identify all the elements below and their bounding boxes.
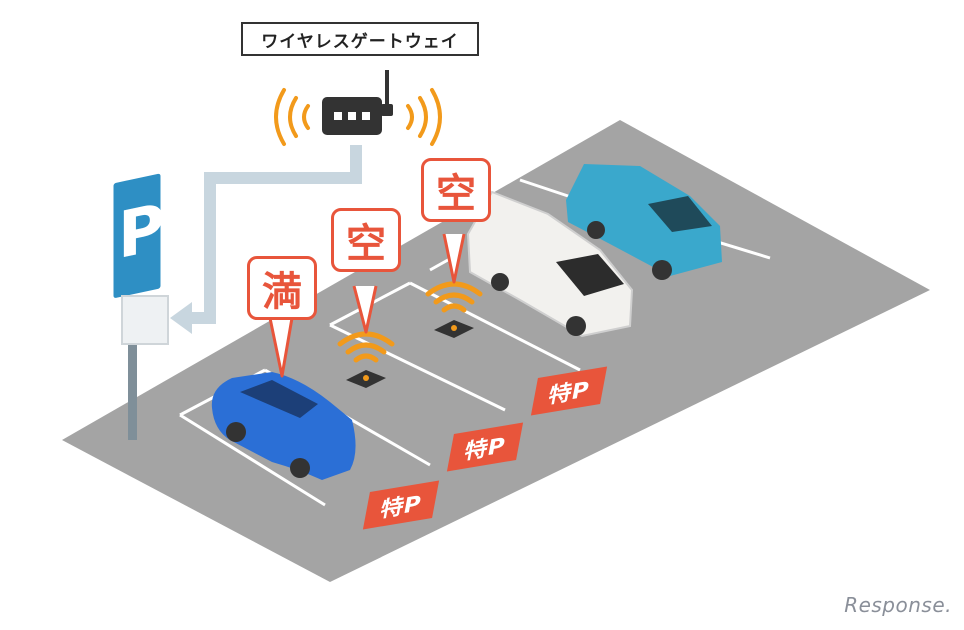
sensor-wifi-2 <box>425 281 483 313</box>
parking-sign-letter: P <box>118 190 165 275</box>
connector-arrowhead <box>170 302 192 334</box>
gateway-label: ワイヤレスゲートウェイ <box>241 22 479 56</box>
gateway-device <box>322 70 393 135</box>
parking-sign-post <box>110 170 164 440</box>
status-bubble-full: 満 <box>247 256 317 320</box>
status-bubble-vacant-1: 空 <box>331 208 401 272</box>
bubble-pointers <box>268 233 466 378</box>
watermark: Response. <box>844 593 952 617</box>
control-box <box>121 295 169 345</box>
parking-lot-surface <box>62 120 930 582</box>
sensor-wifi-1 <box>337 331 395 363</box>
status-bubble-vacant-2: 空 <box>421 158 491 222</box>
sensor-1 <box>346 370 386 388</box>
teal-suv <box>566 164 722 280</box>
gateway-wifi-waves <box>274 88 442 146</box>
sensor-2 <box>434 320 474 338</box>
blue-car <box>211 372 356 480</box>
white-van <box>466 190 634 338</box>
connector-line <box>188 145 362 324</box>
